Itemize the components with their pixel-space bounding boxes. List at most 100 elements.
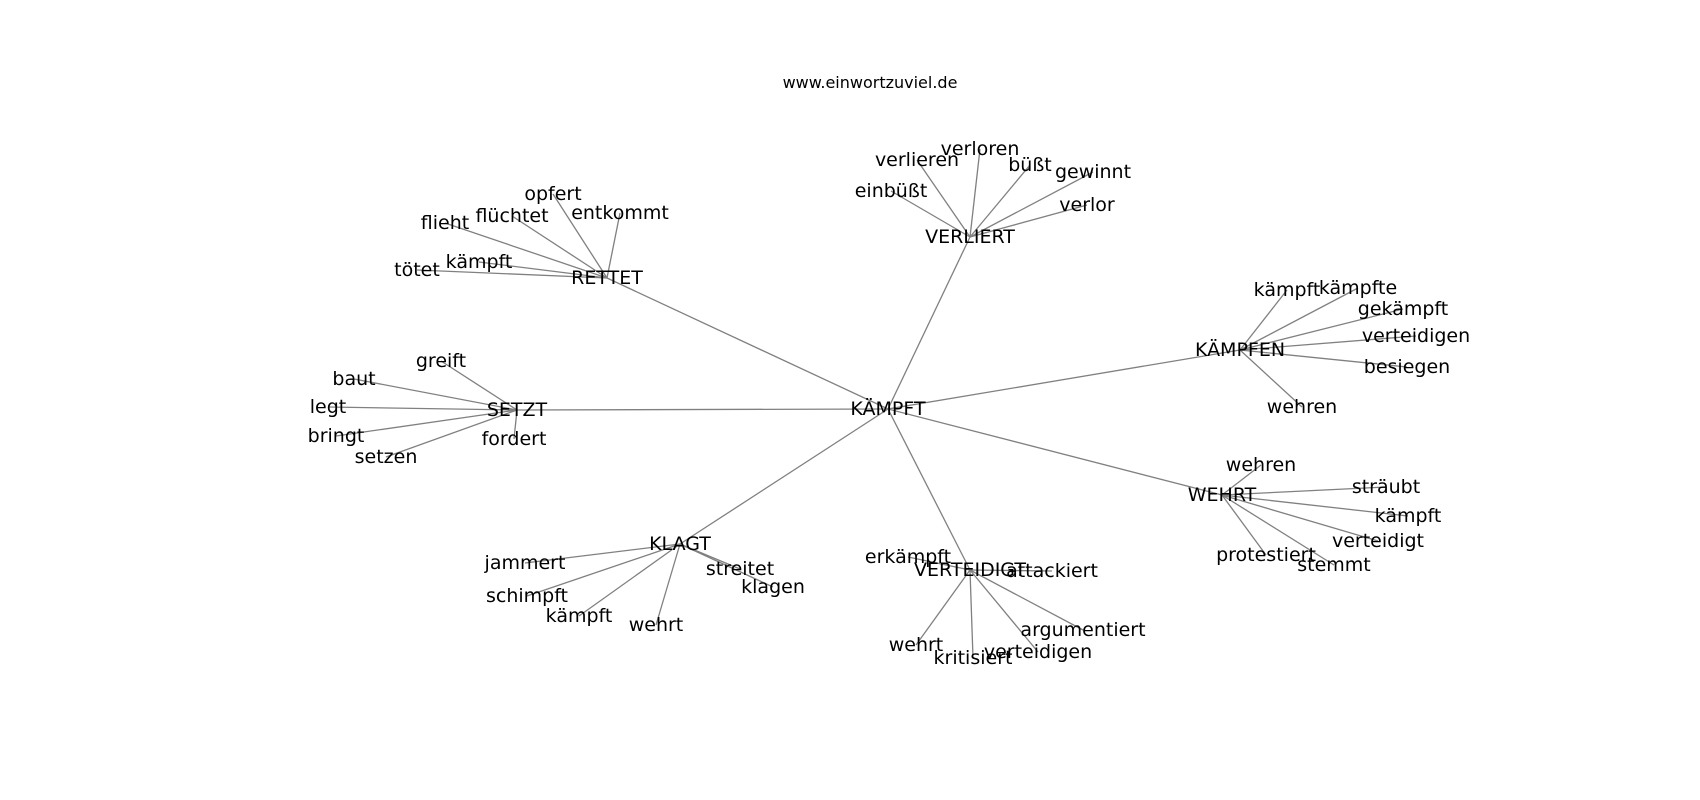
leaf-word: erkämpft	[865, 546, 951, 568]
edge-root-rettet	[606, 277, 889, 410]
edge-leaf	[440, 360, 518, 411]
leaf-word: bringt	[308, 425, 365, 447]
leaf-word: verlieren	[875, 149, 959, 171]
leaf-word: schimpft	[486, 585, 568, 607]
leaf-word: gewinnt	[1055, 161, 1131, 183]
edge-root-verliert	[887, 236, 971, 410]
edge-leaf	[969, 569, 974, 659]
edge-leaf	[1221, 464, 1262, 496]
edge-leaf	[890, 190, 971, 238]
edge-leaf	[1239, 308, 1404, 351]
leaf-word: entkommt	[571, 202, 669, 224]
edge-leaf	[969, 204, 1088, 238]
leaf-word: verteidigen	[984, 641, 1092, 663]
leaf-word: jammert	[484, 552, 566, 574]
leaf-word: klagen	[741, 576, 805, 598]
edge-leaf	[907, 556, 971, 571]
cluster-node: RETTET	[571, 267, 643, 289]
leaf-word: besiegen	[1364, 356, 1450, 378]
edge-leaf	[335, 409, 518, 437]
edge-leaf	[385, 409, 518, 458]
edge-leaf	[444, 222, 608, 279]
leaf-word: wehren	[1226, 454, 1296, 476]
edge-leaf	[1239, 349, 1408, 368]
edge-leaf	[552, 193, 608, 279]
leaf-word: büßt	[1008, 154, 1052, 176]
edge-leaf	[1221, 494, 1335, 566]
leaf-word: gekämpft	[1358, 298, 1448, 320]
edge-leaf	[969, 164, 1031, 238]
leaf-word: flüchtet	[475, 205, 548, 227]
leaf-word: opfert	[524, 183, 581, 205]
leaf-word: kämpfte	[1319, 277, 1397, 299]
leaf-word: argumentiert	[1020, 619, 1145, 641]
cluster-node: SETZT	[487, 399, 548, 421]
source-url: www.einwortzuviel.de	[783, 73, 958, 92]
leaf-word: verloren	[941, 138, 1020, 160]
edge-leaf	[969, 148, 981, 238]
leaf-word: stemmt	[1297, 554, 1371, 576]
edge-leaf	[1239, 349, 1303, 408]
edge-leaf	[1221, 494, 1267, 556]
edge-leaf	[1239, 289, 1288, 351]
leaf-word: verteidigen	[1362, 325, 1470, 347]
leaf-word: fordert	[482, 428, 547, 450]
edge-leaf	[1239, 287, 1359, 351]
edge-leaf	[526, 543, 681, 597]
leaf-word: kämpft	[1375, 505, 1442, 527]
edge-leaf	[969, 171, 1094, 238]
leaf-word: setzen	[355, 446, 418, 468]
leaf-word: legt	[310, 396, 346, 418]
leaf-word: wehren	[1267, 396, 1337, 418]
leaf-word: greift	[416, 350, 466, 372]
cluster-node: WEHRT	[1188, 484, 1257, 506]
edge-leaf	[578, 543, 681, 617]
edge-leaf	[511, 215, 608, 279]
edge-leaf	[1221, 486, 1387, 496]
leaf-word: streitet	[706, 558, 774, 580]
edge-root-kämpfen	[887, 349, 1241, 410]
cluster-node: VERLIERT	[925, 226, 1015, 248]
leaf-word: einbüßt	[855, 180, 928, 202]
leaf-word: wehrt	[629, 614, 684, 636]
edge-leaf	[916, 159, 971, 238]
edge-leaf	[327, 406, 518, 411]
leaf-word: attackiert	[1006, 560, 1098, 582]
leaf-word: flieht	[421, 212, 469, 234]
edge-leaf	[969, 569, 1039, 653]
edge-root-verteidigt	[887, 408, 971, 571]
edge-leaf	[655, 543, 681, 626]
edge-leaf	[969, 569, 1084, 631]
edge-leaf	[1239, 335, 1417, 351]
leaf-word: kämpft	[446, 251, 513, 273]
leaf-word: wehrt	[889, 634, 944, 656]
edge-leaf	[416, 269, 608, 279]
leaf-word: tötet	[394, 259, 440, 281]
leaf-word: protestiert	[1216, 544, 1316, 566]
edge-root-setzt	[516, 408, 889, 411]
edge-root-wehrt	[887, 408, 1223, 496]
edge-leaf	[1221, 494, 1409, 517]
edge-leaf	[1221, 494, 1379, 542]
cluster-node: VERTEIDIGT	[914, 559, 1026, 581]
leaf-word: kritisiert	[934, 647, 1013, 669]
leaf-word: baut	[332, 368, 375, 390]
edge-leaf	[524, 543, 681, 564]
edge-leaf	[679, 543, 774, 588]
leaf-word: kämpft	[546, 605, 613, 627]
edge-leaf	[353, 378, 518, 411]
leaf-word: verlor	[1059, 194, 1115, 216]
cluster-node: KLAGT	[649, 533, 711, 555]
leaf-word: verteidigt	[1332, 530, 1424, 552]
edge-leaf	[606, 212, 621, 279]
root-node: KÄMPFT	[850, 397, 926, 420]
leaf-word: sträubt	[1352, 476, 1420, 498]
edge-leaf	[513, 409, 518, 440]
cluster-node: KÄMPFEN	[1195, 338, 1285, 361]
edge-leaf	[969, 569, 1053, 572]
edge-leaf	[478, 261, 608, 279]
edge-leaf	[915, 569, 971, 646]
leaf-word: kämpft	[1254, 279, 1321, 301]
edge-root-klagt	[679, 408, 889, 545]
